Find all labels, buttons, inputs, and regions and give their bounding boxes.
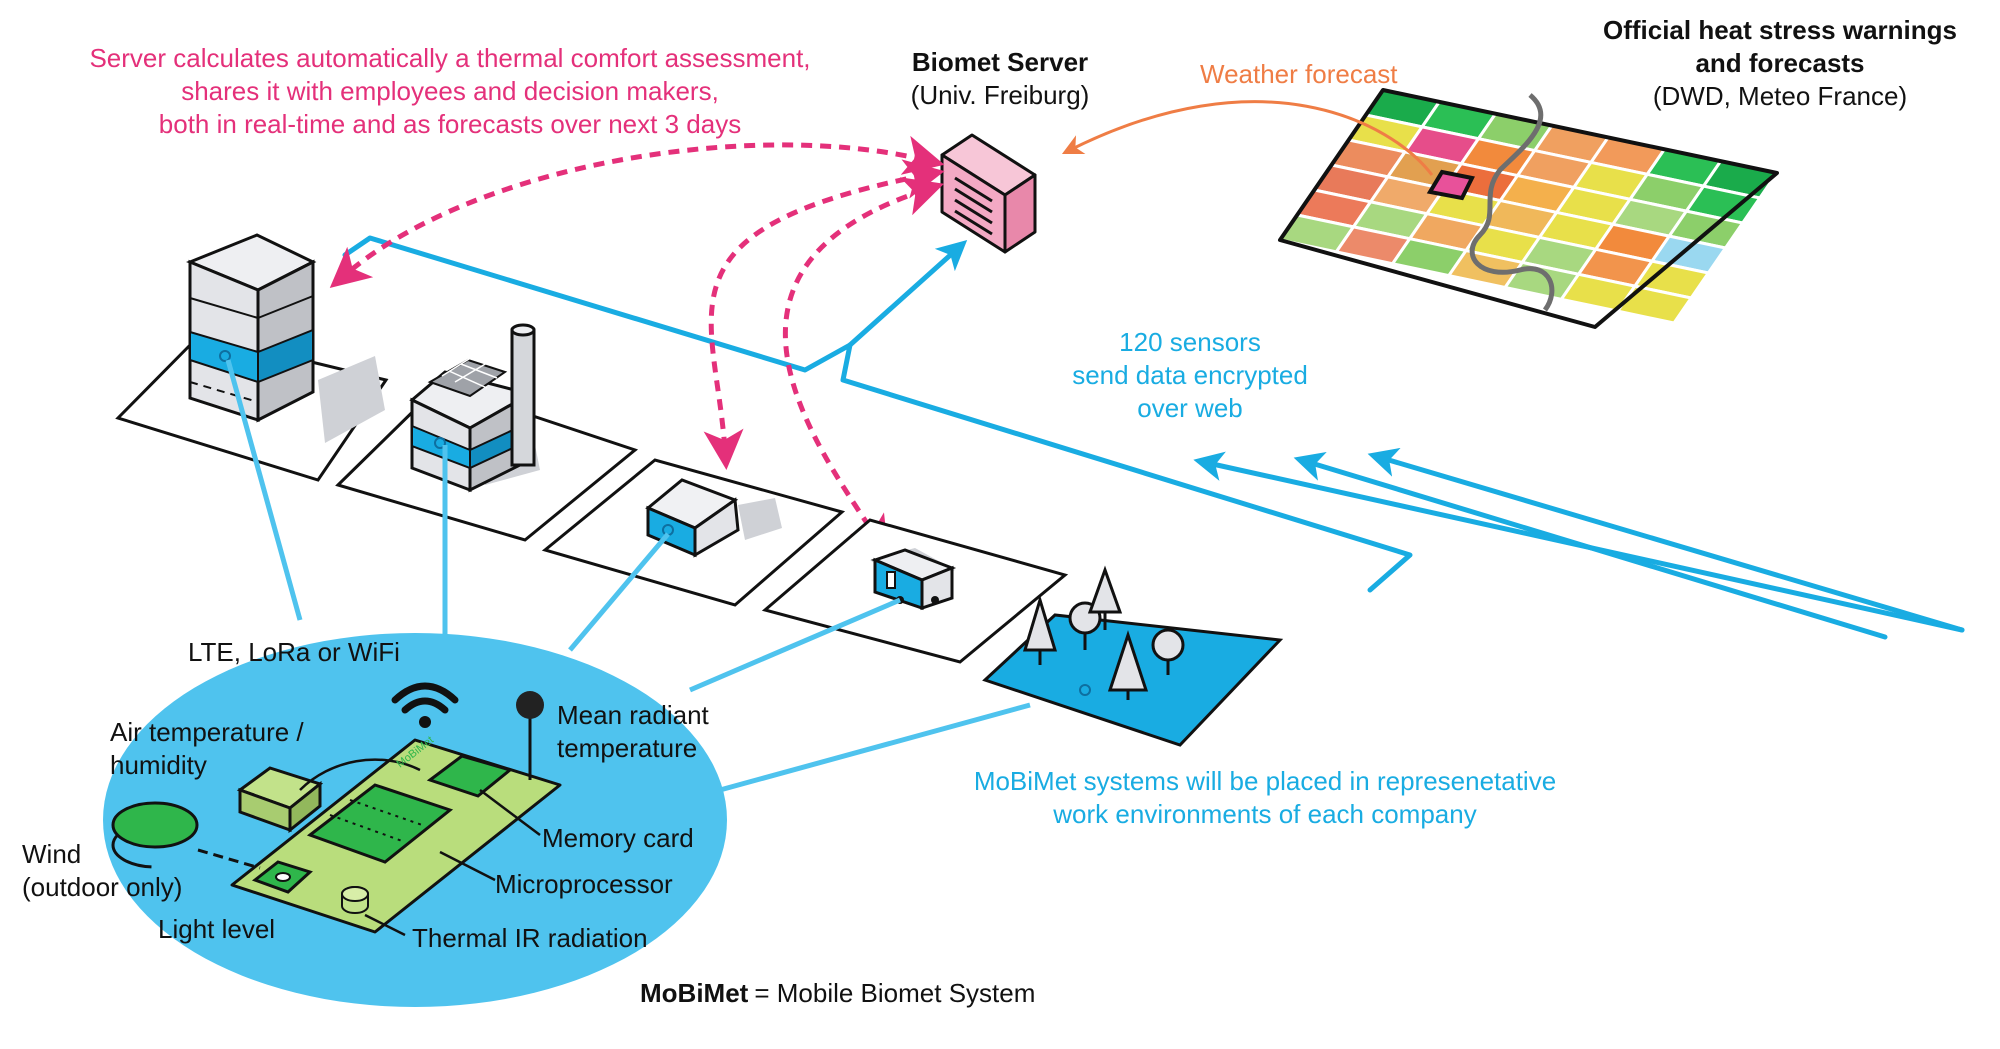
microprocessor-label: Microprocessor [495,869,673,899]
workshop-building [541,458,846,607]
air-temperature-label: Air temperature / humidity [110,717,304,780]
mobimet-definition: MoBiMet= Mobile Biomet System [640,977,1035,1010]
outdoor-park [982,565,1284,747]
mobimet-device: MoBiMet [103,633,727,1007]
globe-thermometer [516,691,544,719]
air-temperature-sensor [236,758,421,834]
wifi-icon [391,682,459,714]
forecast-map [1277,88,1780,329]
wind-sensor [111,801,261,870]
thermal-ir-sensor [341,886,369,914]
connectivity-label: LTE, LoRa or WiFi [188,637,400,667]
forecast-grid-cells [1277,88,1780,325]
river-line [1469,93,1555,312]
wind-label: Wind (outdoor only) [22,839,183,902]
thermal-ir-label: Thermal IR radiation [412,923,648,953]
mobimet-expansion: = Mobile Biomet System [754,978,1036,1008]
memory-card-label: Memory card [542,823,694,853]
weather-forecast-label: Weather forecast [1200,59,1398,89]
server-location-cell [1426,169,1475,201]
weather-forecast-arrow [1061,100,1434,176]
office-building [115,233,389,482]
mean-radiant-temperature-label: Mean radiant temperature [557,700,709,763]
biomet-server-icon [940,133,1037,254]
microprocessor-chip [306,783,454,864]
mobimet-term: MoBiMet [640,978,749,1008]
light-level-label: Light level [158,914,276,944]
assessment-arrows [329,135,945,557]
factory-building [335,323,639,542]
tree-icons [1022,565,1185,700]
assessment-text: Server calculates automatically a therma… [89,43,811,139]
heat-warnings-label: Official heat stress warnings and foreca… [1602,15,1957,111]
biomet-server-label: Biomet Server (Univ. Freiburg) [910,47,1090,110]
sensors-text: 120 sensors send data encrypted over web [1072,327,1308,423]
placement-text: MoBiMet systems will be placed in repres… [973,766,1557,829]
memory-card-chip [426,754,514,798]
site-links [225,359,1031,793]
